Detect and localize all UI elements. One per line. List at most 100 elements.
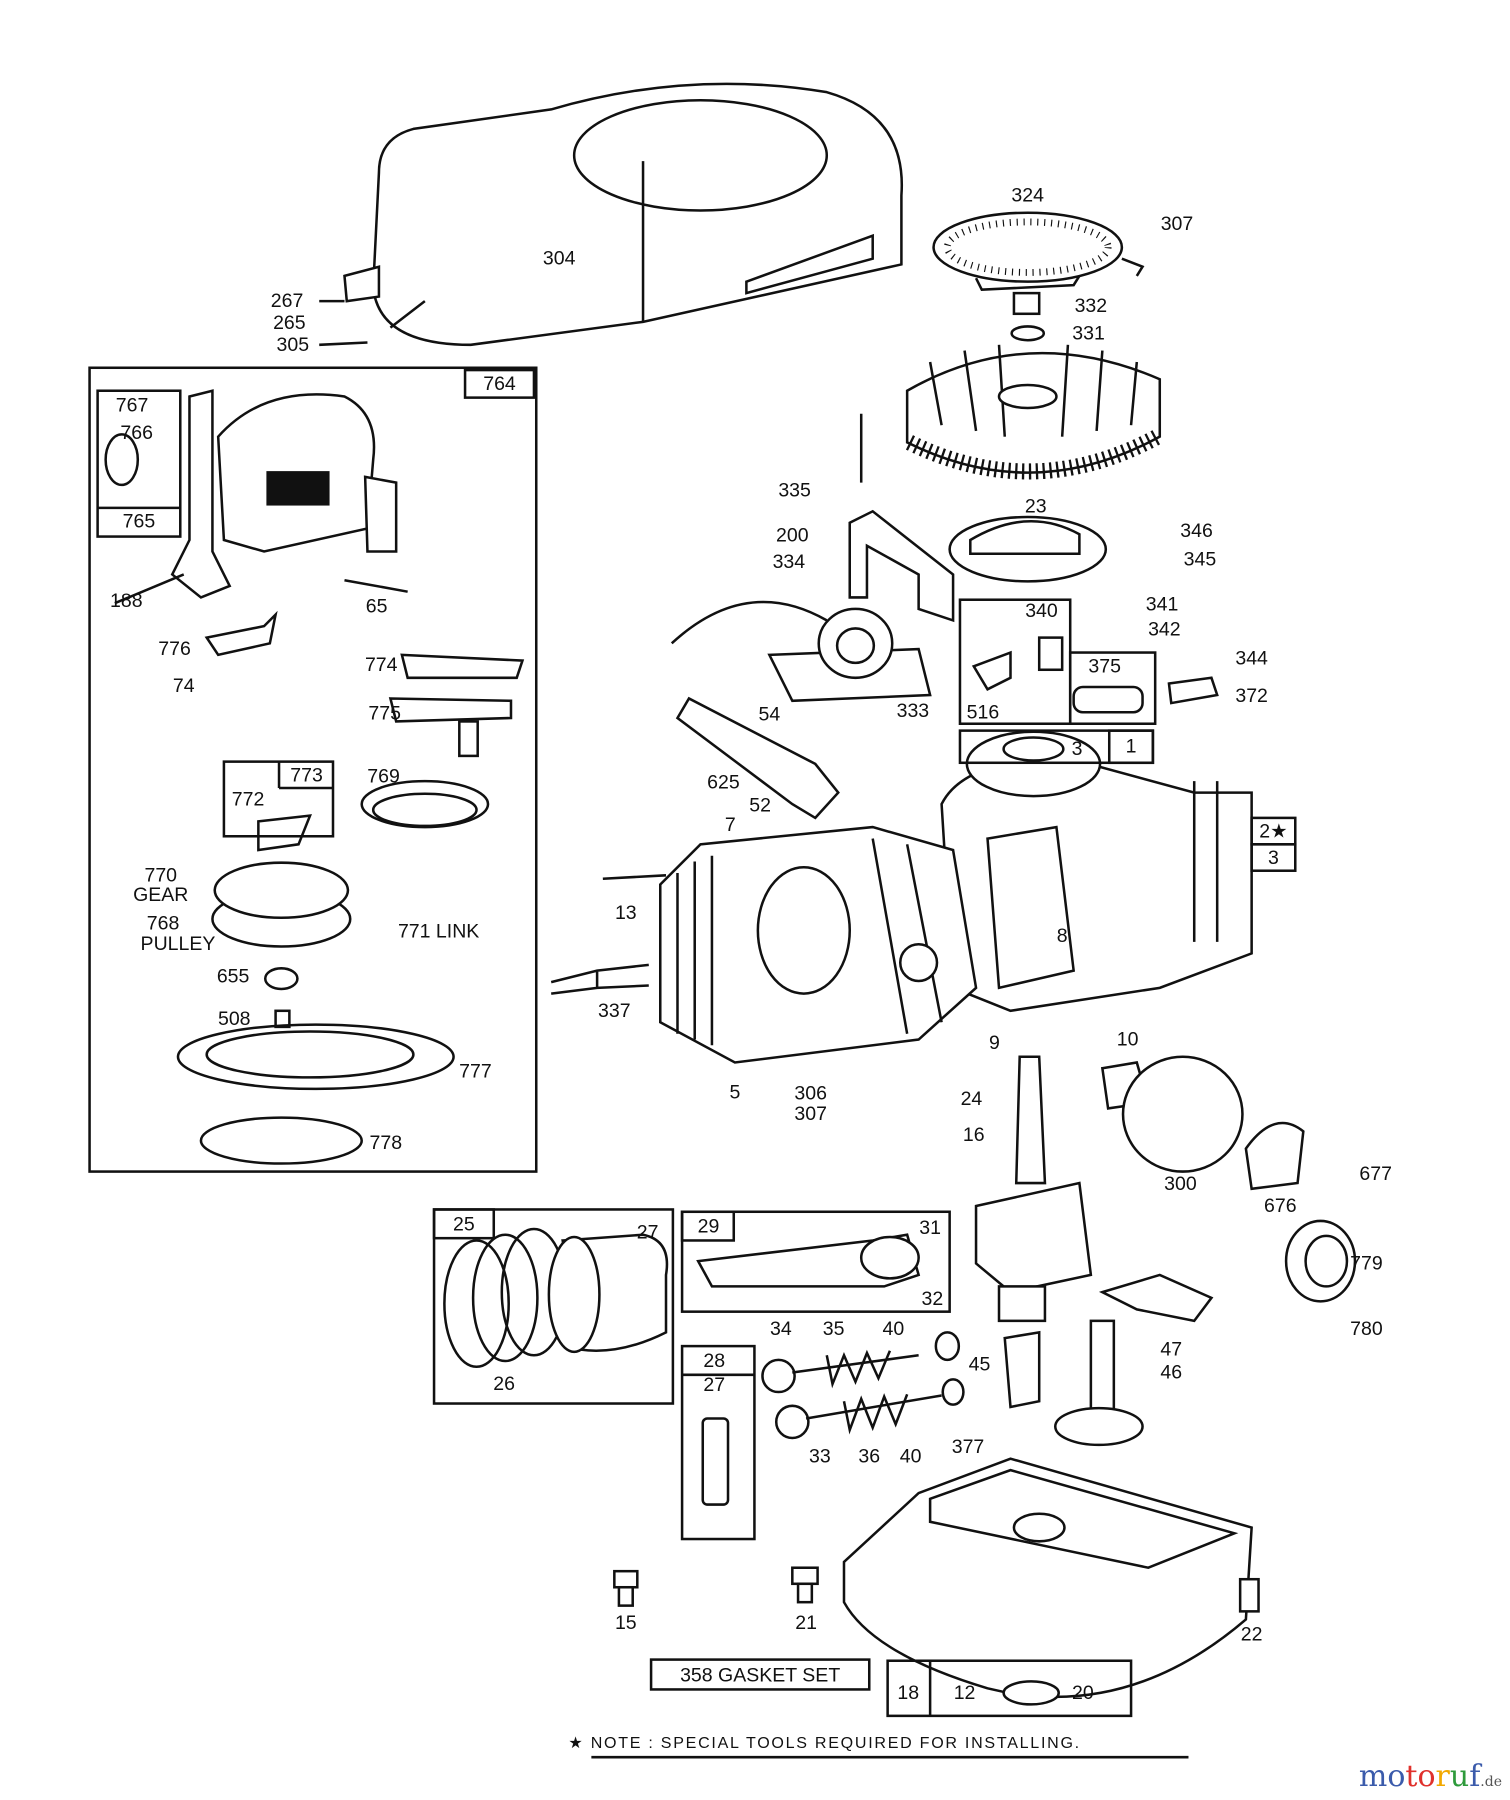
muffler (1100, 1055, 1357, 1303)
part-label-10: 10 (1117, 1029, 1139, 1051)
logo-letter: t (1405, 1759, 1418, 1794)
box-label-18: 18 (897, 1682, 919, 1704)
part-label-332: 332 (1075, 295, 1108, 317)
spark-plug (550, 963, 649, 995)
part-label-35: 35 (823, 1318, 845, 1340)
group-boxes (88, 366, 1297, 1759)
special-tools-note: ★ NOTE : SPECIAL TOOLS REQUIRED FOR INST… (568, 1734, 1080, 1752)
box-label-2: 2★ (1259, 821, 1287, 843)
label-771-link: 771 LINK (398, 921, 479, 943)
part-label-776: 776 (158, 638, 191, 660)
part-label-7: 7 (725, 814, 736, 836)
part-label-334: 334 (773, 551, 806, 573)
part-label-342: 342 (1148, 619, 1181, 641)
part-label-676: 676 (1264, 1195, 1297, 1217)
gasket-set-label: 358 GASKET SET (680, 1665, 840, 1687)
box-label-25: 25 (453, 1213, 475, 1235)
box-label-773: 773 (290, 764, 323, 786)
logo-letter: r (1435, 1759, 1450, 1794)
breather-tube (675, 696, 840, 820)
part-label-344: 344 (1235, 647, 1268, 669)
logo-letter: m (1358, 1759, 1388, 1794)
box-label-765: 765 (123, 511, 156, 533)
part-label-769: 769 (367, 766, 400, 788)
boxed-labels: 764 765 773 25 29 28 375 1 2★ 3 18 358 G… (123, 373, 1288, 1752)
part-label-324: 324 (1011, 185, 1044, 207)
box-label-375: 375 (1088, 655, 1121, 677)
part-label-372: 372 (1235, 685, 1268, 707)
label-pulley: PULLEY (141, 933, 216, 955)
logo-letter: o (1417, 1759, 1436, 1794)
part-label-265: 265 (273, 312, 306, 334)
bolts-small (613, 1566, 1260, 1613)
breaker-parts (958, 598, 1219, 726)
part-label-346: 346 (1180, 520, 1213, 542)
part-label-377: 377 (952, 1436, 985, 1458)
rewind-starter (104, 389, 525, 1165)
part-label-46: 46 (1160, 1362, 1182, 1384)
part-label-345: 345 (1184, 549, 1217, 571)
part-label-45: 45 (969, 1353, 991, 1375)
rotating-screen (932, 211, 1145, 291)
oil-seal-20 (1002, 1680, 1060, 1706)
part-label-625: 625 (707, 771, 740, 793)
label-770: 770 (144, 864, 177, 886)
box-label-28: 28 (703, 1350, 725, 1372)
label-gear: GEAR (133, 884, 188, 906)
part-label-508: 508 (218, 1008, 251, 1030)
flywheel (905, 344, 1162, 480)
part-label-9: 9 (989, 1032, 1000, 1054)
part-label-306: 306 (794, 1082, 827, 1104)
part-label-304: 304 (543, 248, 576, 270)
part-label-767: 767 (116, 395, 149, 417)
part-label-27: 27 (703, 1374, 725, 1396)
part-label-15: 15 (615, 1612, 637, 1634)
part-label-54: 54 (758, 704, 780, 726)
part-label-300: 300 (1164, 1173, 1197, 1195)
part-label-13: 13 (615, 902, 637, 924)
part-label-65: 65 (366, 596, 388, 618)
box-label-29: 29 (698, 1216, 720, 1238)
cylinder-head (659, 825, 978, 1064)
piston-pin (701, 1417, 730, 1506)
piston-rings (443, 1227, 669, 1369)
connecting-rod (696, 1233, 921, 1288)
box-label-3: 3 (1268, 847, 1279, 869)
part-label-5: 5 (729, 1081, 740, 1103)
part-label-775: 775 (368, 702, 401, 724)
logo-letter: u (1449, 1759, 1470, 1794)
logo-letter: f (1469, 1759, 1481, 1794)
part-label-16: 16 (963, 1124, 985, 1146)
part-label-23: 23 (1025, 496, 1047, 518)
part-label-341: 341 (1146, 593, 1179, 615)
part-label-777: 777 (459, 1061, 492, 1083)
part-label-340: 340 (1025, 600, 1058, 622)
part-label-47: 47 (1160, 1339, 1182, 1361)
part-label-516: 516 (967, 701, 1000, 723)
part-label-655: 655 (217, 965, 250, 987)
blower-housing (319, 82, 904, 347)
camshaft (1003, 1273, 1214, 1447)
label-768: 768 (147, 913, 180, 935)
part-label-305: 305 (277, 334, 310, 356)
part-label-337: 337 (598, 1000, 631, 1022)
armature-coil (670, 600, 932, 703)
bracket-200 (848, 509, 955, 623)
part-label-766: 766 (120, 422, 153, 444)
cylinder-block (940, 730, 1253, 1013)
box-label-1: 1 (1126, 736, 1137, 758)
part-label-331: 331 (1072, 322, 1105, 344)
part-label-22: 22 (1241, 1623, 1263, 1645)
part-label-200: 200 (776, 524, 809, 546)
part-label-333: 333 (897, 700, 930, 722)
part-label-188: 188 (110, 590, 143, 612)
part-label-74: 74 (173, 675, 195, 697)
part-label-12: 12 (954, 1682, 976, 1704)
part-label-779: 779 (1350, 1252, 1383, 1274)
part-label-774: 774 (365, 654, 398, 676)
nut-332 (1012, 291, 1041, 316)
part-label-677: 677 (1359, 1163, 1392, 1185)
part-label-335: 335 (778, 480, 811, 502)
box-label-764: 764 (483, 373, 516, 395)
